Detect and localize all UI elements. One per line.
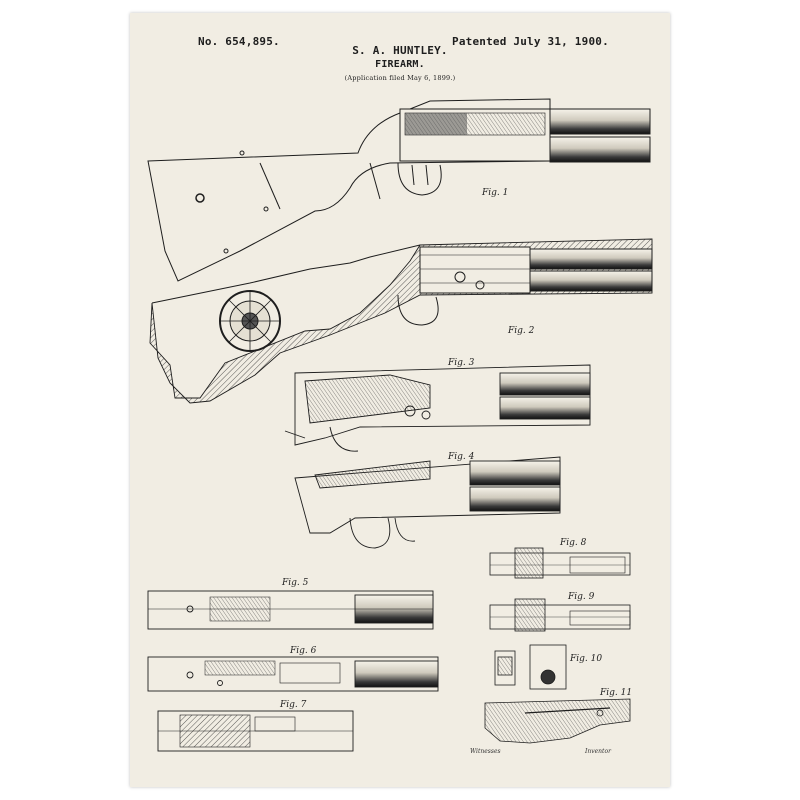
figure-2-label: Fig. 2	[507, 326, 535, 336]
patent-title: FIREARM.	[375, 59, 425, 70]
application-filed: (Application filed May 6, 1899.)	[344, 74, 456, 82]
inventor-signature-label: Inventor	[585, 748, 611, 755]
witnesses-label: Witnesses	[470, 748, 501, 755]
figure-5-label: Fig. 5	[281, 578, 309, 588]
inventor-name: S. A. HUNTLEY.	[352, 44, 448, 57]
figure-3-action-detail	[284, 364, 591, 452]
figure-5-plan-view	[147, 590, 434, 630]
figure-1-side-view	[147, 98, 651, 282]
figure-11-detail	[484, 698, 631, 744]
figure-9-detail	[489, 598, 631, 632]
figure-10-detail	[494, 644, 567, 690]
figure-1-label: Fig. 1	[481, 188, 508, 198]
patent-poster: No. 654,895. Patented July 31, 1900. S. …	[130, 13, 670, 787]
figure-3-label: Fig. 3	[447, 358, 475, 368]
figure-10-label: Fig. 10	[569, 654, 602, 664]
figure-6-label: Fig. 6	[289, 646, 317, 656]
patent-number: No. 654,895.	[198, 35, 280, 48]
figure-6-plan-view	[147, 656, 439, 692]
figure-4-action-detail	[294, 456, 561, 549]
patent-drawings: Fig. 1 Fig. 2	[147, 98, 653, 752]
figure-4-label: Fig. 4	[447, 452, 475, 462]
figure-2-sectional-view	[149, 238, 653, 404]
patented-date: Patented July 31, 1900.	[452, 35, 609, 48]
figure-8-detail	[489, 547, 631, 579]
figure-7-section	[157, 710, 354, 752]
figure-7-label: Fig. 7	[279, 700, 307, 710]
figure-11-label: Fig. 11	[599, 688, 632, 698]
figure-9-label: Fig. 9	[567, 592, 595, 602]
figure-8-label: Fig. 8	[559, 538, 587, 548]
